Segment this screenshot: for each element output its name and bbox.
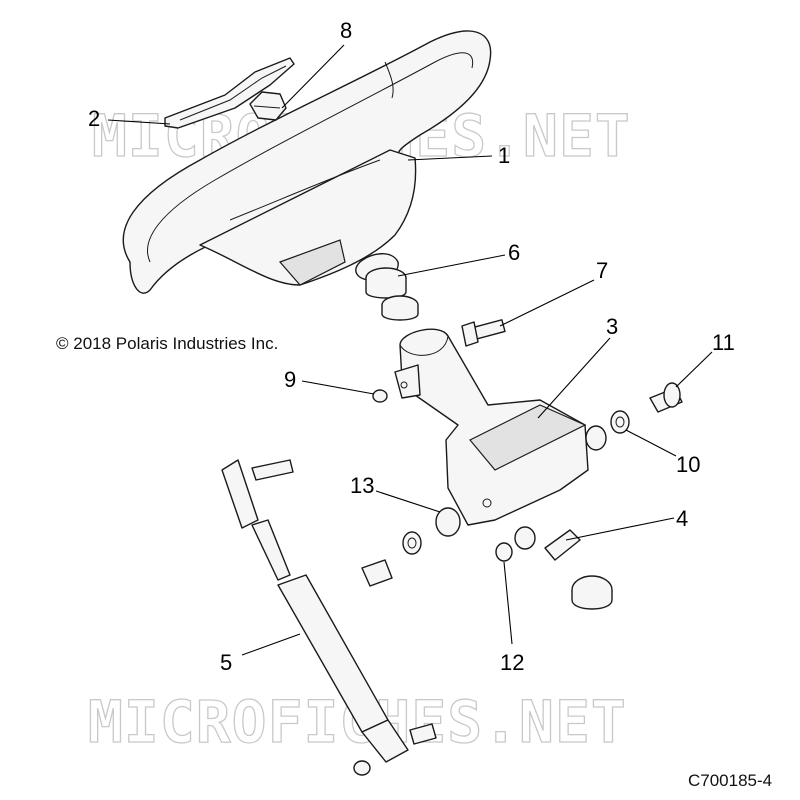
callout-3: 3 bbox=[606, 314, 618, 339]
steering-column-bracket bbox=[394, 328, 589, 526]
callout-labels: 1 2 3 4 5 6 7 8 9 10 11 12 13 bbox=[88, 18, 735, 675]
leader-lines bbox=[107, 44, 713, 656]
nut-8 bbox=[249, 91, 287, 121]
bolt-7 bbox=[461, 319, 506, 347]
callout-4: 4 bbox=[676, 506, 688, 531]
callout-2: 2 bbox=[88, 106, 100, 131]
callout-1: 1 bbox=[498, 143, 510, 168]
callout-7: 7 bbox=[596, 258, 608, 283]
steering-wheel bbox=[122, 30, 492, 294]
bushing-12 bbox=[495, 526, 536, 562]
callout-6: 6 bbox=[508, 240, 520, 265]
callout-5: 5 bbox=[220, 650, 232, 675]
callout-10: 10 bbox=[676, 452, 700, 477]
callout-11: 11 bbox=[712, 330, 735, 355]
gas-strut bbox=[221, 459, 437, 776]
washer-10 bbox=[585, 410, 630, 451]
bearing-ring-4 bbox=[544, 529, 613, 610]
figure-code: C700185-4 bbox=[688, 771, 772, 790]
callout-8: 8 bbox=[340, 18, 352, 43]
callout-13: 13 bbox=[350, 473, 374, 498]
bushing-13 bbox=[361, 507, 461, 587]
callout-9: 9 bbox=[284, 367, 296, 392]
bushing-6 bbox=[365, 267, 419, 321]
cover-plate bbox=[164, 57, 295, 129]
callout-12: 12 bbox=[500, 650, 524, 675]
nut-9 bbox=[372, 389, 388, 403]
copyright-text: © 2018 Polaris Industries Inc. bbox=[56, 334, 278, 353]
bolt-11 bbox=[649, 382, 683, 413]
